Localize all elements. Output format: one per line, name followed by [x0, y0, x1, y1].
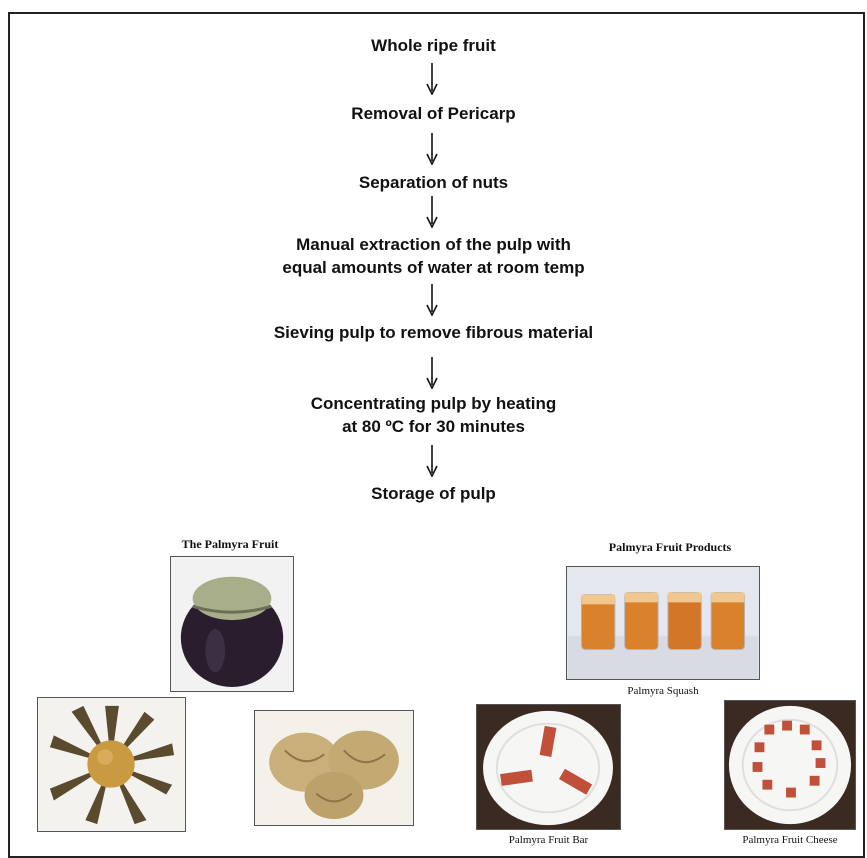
- step-separation-of-nuts: Separation of nuts: [0, 172, 867, 194]
- products-title: Palmyra Fruit Products: [570, 540, 770, 555]
- opened-fruit-photo: [37, 697, 186, 832]
- whole-fruit-photo: [170, 556, 294, 692]
- fruit-bar-photo: [476, 704, 621, 830]
- palmyra-fruit-title: The Palmyra Fruit: [150, 537, 310, 552]
- step-whole-ripe-fruit: Whole ripe fruit: [0, 35, 867, 57]
- fruit-bar-caption: Palmyra Fruit Bar: [476, 834, 621, 846]
- step-concentrating-line1: Concentrating pulp by heating: [0, 393, 867, 415]
- arrow-down-icon: [426, 196, 438, 228]
- fruit-cheese-photo: [724, 700, 856, 830]
- arrow-down-icon: [426, 63, 438, 95]
- arrow-down-icon: [426, 357, 438, 389]
- squash-caption: Palmyra Squash: [566, 685, 760, 697]
- step-concentrating-line2: at 80 ºC for 30 minutes: [0, 416, 867, 438]
- fruit-cheese-caption: Palmyra Fruit Cheese: [720, 834, 860, 846]
- step-manual-extraction-line1: Manual extraction of the pulp with: [0, 234, 867, 256]
- arrow-down-icon: [426, 284, 438, 316]
- step-storage-of-pulp: Storage of pulp: [0, 483, 867, 505]
- arrow-down-icon: [426, 133, 438, 165]
- step-removal-of-pericarp: Removal of Pericarp: [0, 103, 867, 125]
- step-manual-extraction-line2: equal amounts of water at room temp: [0, 257, 867, 279]
- nuts-photo: [254, 710, 414, 826]
- arrow-down-icon: [426, 445, 438, 477]
- step-sieving-pulp: Sieving pulp to remove fibrous material: [0, 322, 867, 344]
- squash-photo: [566, 566, 760, 680]
